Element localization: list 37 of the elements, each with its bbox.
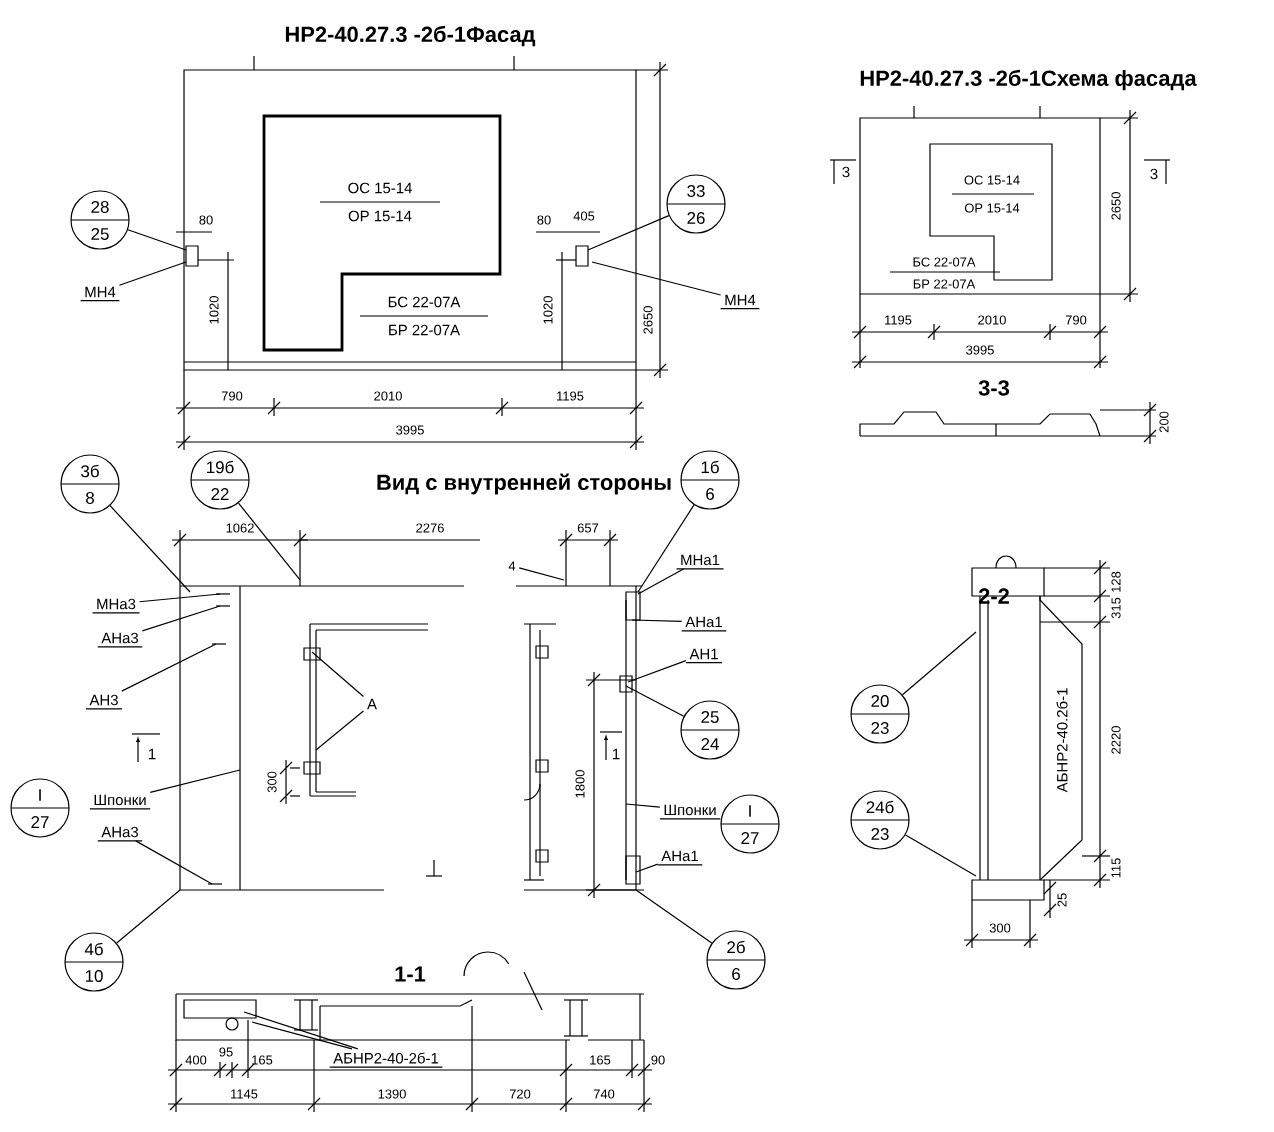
leader-line (109, 505, 191, 593)
leader-line (635, 889, 713, 944)
section-drawing (971, 555, 1111, 949)
view-title: 3-3 (978, 380, 1010, 396)
leader-line (637, 504, 695, 593)
leader-line (591, 261, 722, 296)
leader-line (138, 593, 221, 603)
leader-line (251, 1021, 353, 1050)
leader-line (627, 660, 687, 683)
leader-line (625, 685, 685, 717)
inner-view-drawing (515, 529, 645, 891)
leader-line (315, 710, 365, 751)
view-title: Вид с внутренней стороны (377, 473, 671, 495)
leader-line (237, 502, 301, 581)
leader-line (311, 651, 365, 698)
leader-line (118, 261, 187, 286)
leader-line (141, 605, 221, 632)
view-title: 1-1 (395, 966, 426, 982)
leader-line (135, 840, 213, 885)
leader-line (243, 1011, 359, 1050)
leader-line (116, 889, 181, 944)
leader-line (901, 631, 977, 696)
view-title: 2-2 (978, 588, 1009, 604)
leader-line (518, 567, 565, 581)
view-title: НР2-40.27.3 -2б-1Фасад (285, 25, 536, 47)
leader-line (631, 619, 683, 622)
leader-line (625, 803, 661, 808)
facade-drawing (175, 55, 669, 451)
leader-line (637, 568, 685, 595)
leader-line (635, 863, 659, 873)
view-title: НР2-40.27.3 -2б-1Схема фасада (860, 69, 1197, 91)
leader-line (904, 834, 977, 877)
section-drawing (175, 951, 645, 1113)
leader-line (127, 229, 187, 251)
leader-line (587, 215, 670, 251)
leader-line (121, 643, 217, 692)
leader-line (149, 769, 241, 794)
